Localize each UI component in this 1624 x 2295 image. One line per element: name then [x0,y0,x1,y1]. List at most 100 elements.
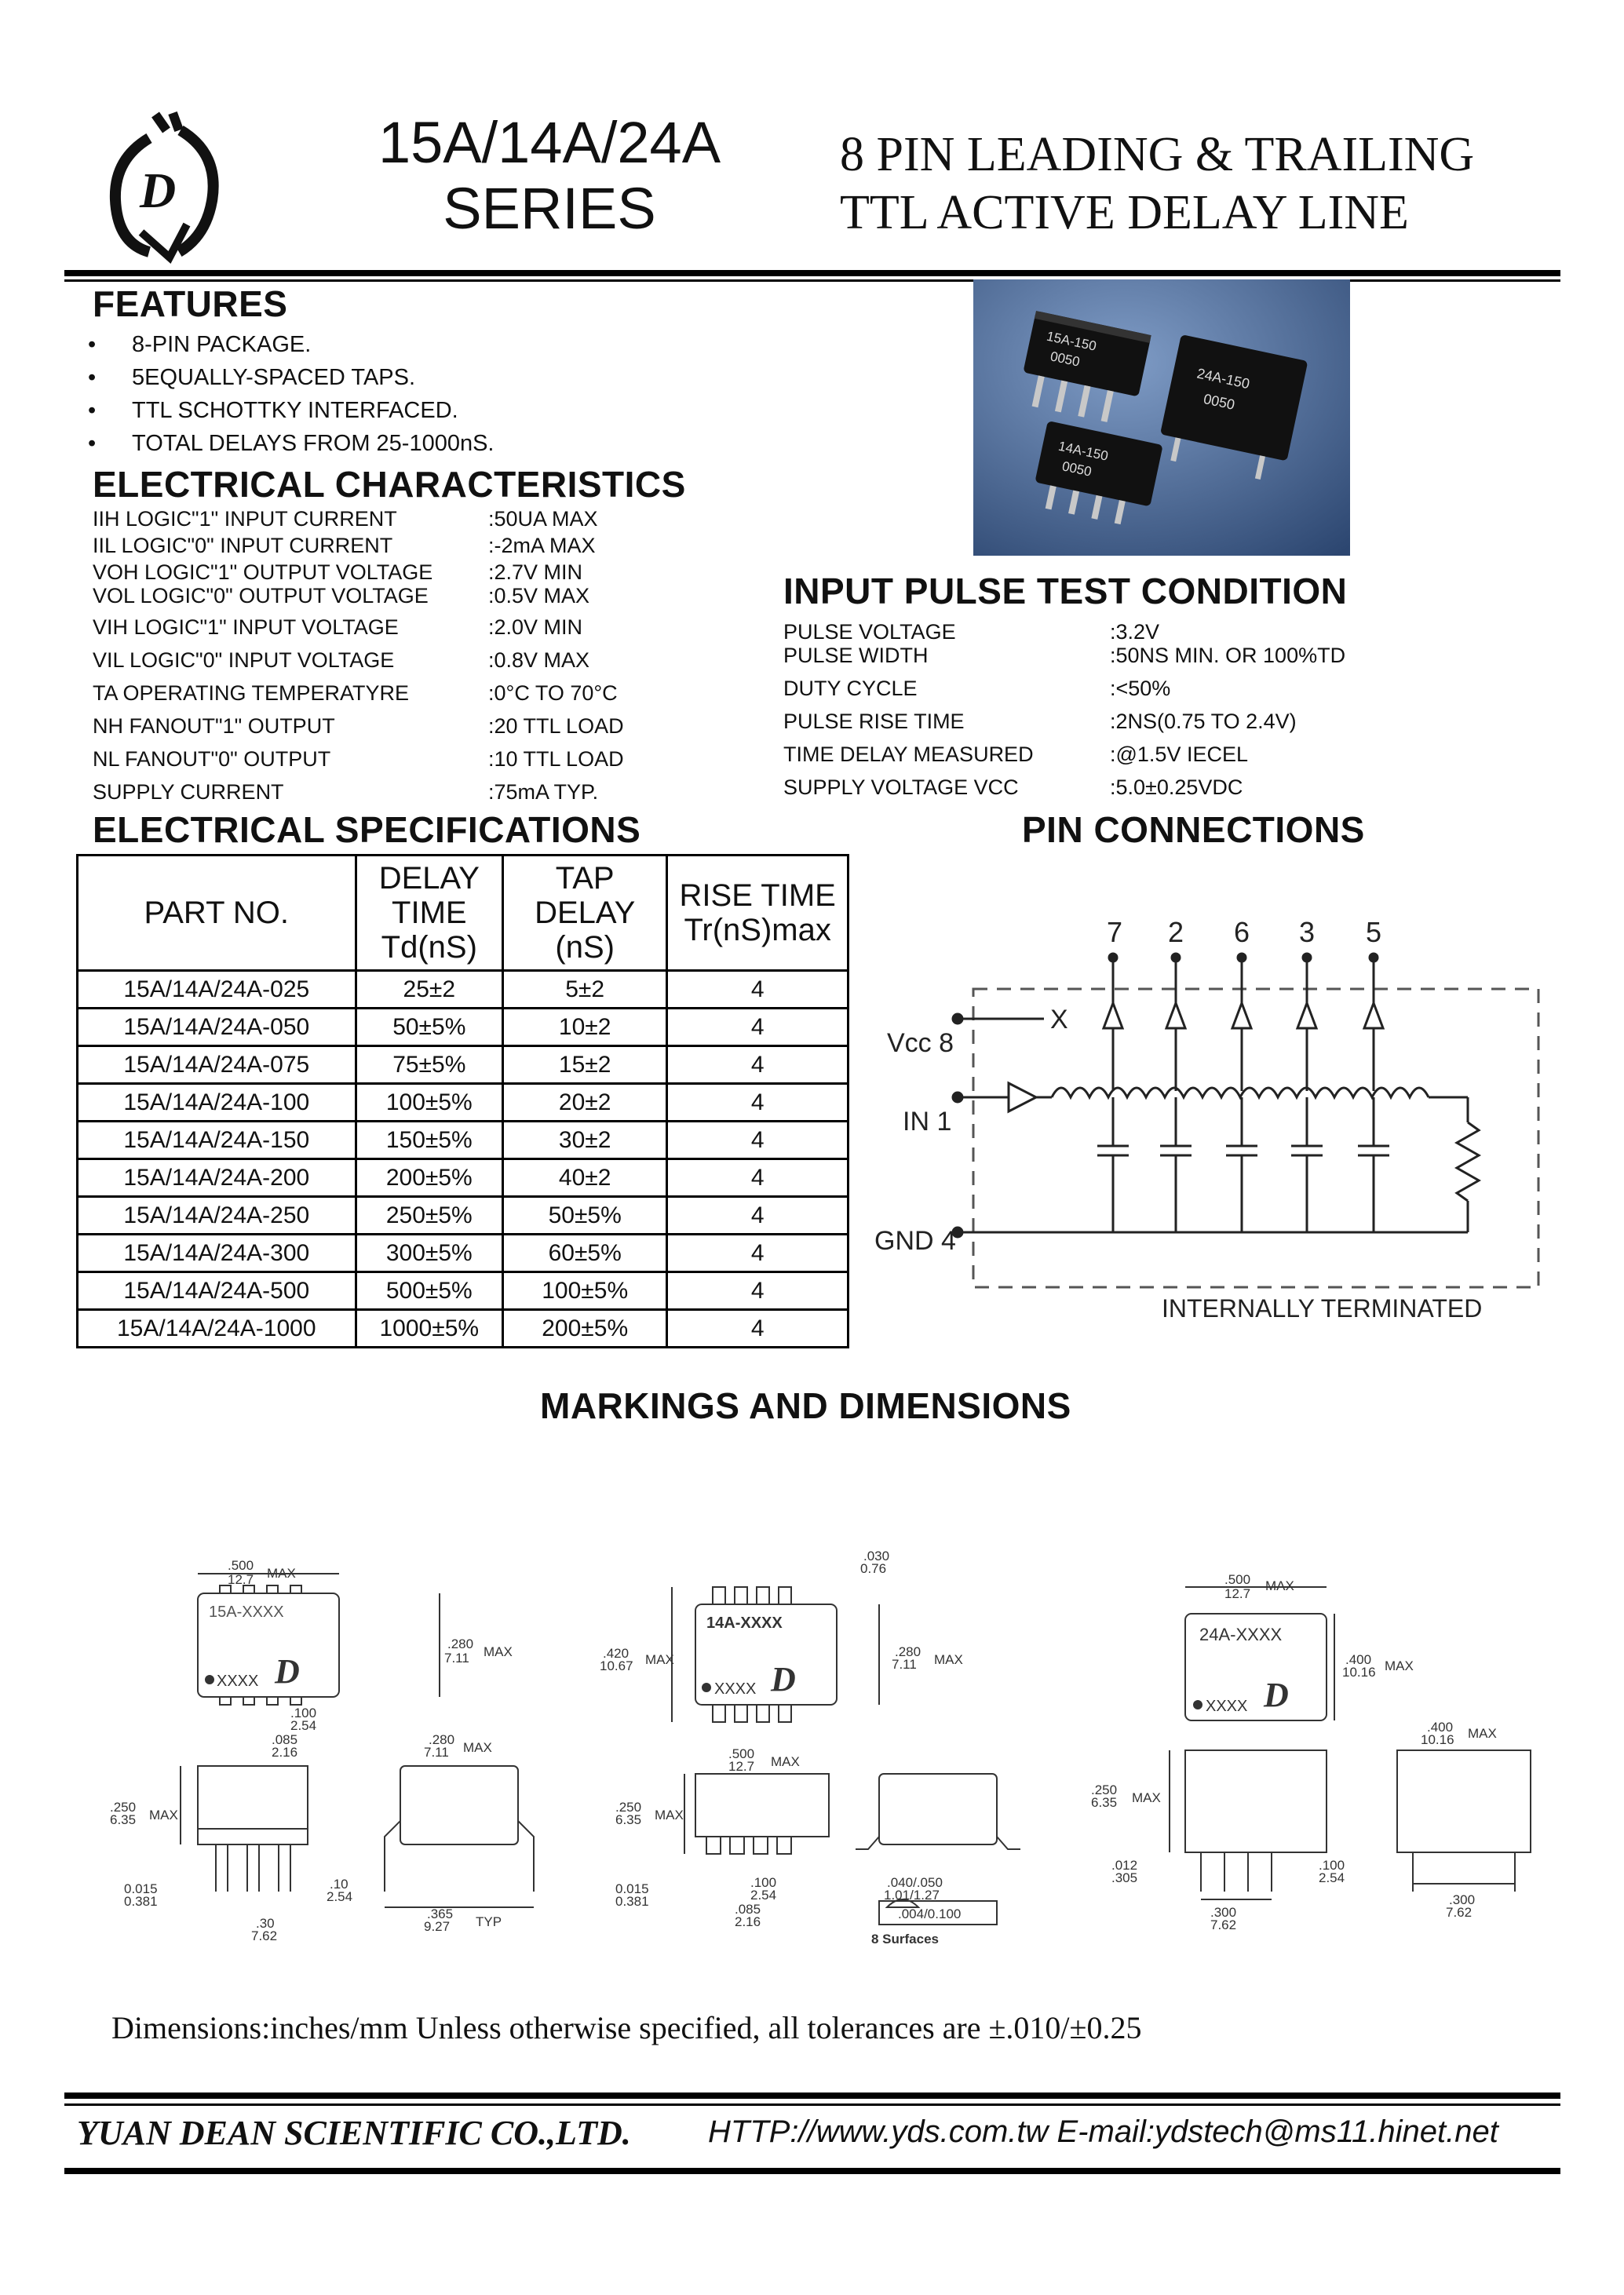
ec-value: :75mA TYP. [488,780,599,804]
dim-text: MAX [645,1652,674,1667]
table-cell: 250±5% [354,1195,505,1235]
dim-text: TYP [476,1914,502,1929]
table-cell: 4 [666,1195,849,1235]
dim-text: MAX [1132,1790,1161,1805]
dim-text: 10.16 [1421,1732,1454,1747]
ec-value: :0°C TO 70°C [488,681,618,705]
dim-text: 0.381 [615,1894,649,1909]
ip-value: :@1.5V IECEL [1110,742,1248,766]
gnd-label: GND 4 [874,1226,956,1256]
feature-item: TTL SCHOTTKY INTERFACED. [88,394,494,427]
table-cell: 30±2 [502,1120,669,1160]
ip-label: PULSE WIDTH [783,644,929,667]
dim-text: 2.54 [1319,1870,1345,1885]
dim-text: 10.16 [1342,1665,1376,1680]
column-header: PART NO. [76,854,357,972]
table-cell: 15A/14A/24A-100 [76,1082,357,1122]
ec-value: :10 TTL LOAD [488,747,624,771]
package-24a-drawing: .500 12.7 MAX .400 10.16 MAX .400 10.16 … [1091,1572,1531,1932]
dim-text: .365 [427,1906,453,1921]
table-cell: 100±5% [502,1271,669,1311]
dim-text: 7.11 [444,1651,469,1666]
dim-text: 2.16 [272,1745,297,1760]
dim-text: .250 [615,1800,641,1815]
features-list: 8-PIN PACKAGE. 5EQUALLY-SPACED TAPS. TTL… [88,328,494,460]
dim-text: .500 [728,1746,754,1761]
ip-value: :<50% [1110,677,1171,700]
dim-text: .012 [1111,1858,1137,1873]
ec-label: VIH LOGIC"1" INPUT VOLTAGE [93,615,399,639]
column-header: TAP DELAY (nS) [502,854,669,972]
dim-text: .400 [1345,1652,1371,1667]
footer-rule-bottom [64,2168,1560,2174]
table-cell: 4 [666,1120,849,1160]
dim-text: .280 [429,1732,454,1747]
ec-label: NL FANOUT"0" OUTPUT [93,747,331,771]
in-label: IN 1 [903,1107,951,1137]
table-cell: 15A/14A/24A-500 [76,1271,357,1311]
table-cell: 200±5% [502,1308,669,1348]
dim-text: MAX [484,1644,513,1659]
table-cell: 15±2 [502,1045,669,1085]
dim-text: MAX [1265,1578,1294,1593]
ec-value: :2.0V MIN [488,615,583,639]
series-line-2: SERIES [443,176,656,241]
column-header: RISE TIME Tr(nS)max [666,854,849,972]
dim-text: MAX [463,1740,492,1755]
dim-text: MAX [934,1652,963,1667]
table-cell: 15A/14A/24A-200 [76,1158,357,1198]
ip-label: PULSE VOLTAGE [783,620,956,644]
dim-text: .100 [290,1706,316,1720]
feature-item: TOTAL DELAYS FROM 25-1000nS. [88,427,494,460]
table-cell: 1000±5% [354,1308,505,1348]
dim-text: 0.015 [124,1881,158,1896]
table-cell: 60±5% [502,1233,669,1273]
dim-text: 0.381 [124,1894,158,1909]
dim-text: MAX [771,1754,800,1769]
table-cell: 200±5% [354,1158,505,1198]
ec-value: :-2mA MAX [488,534,596,557]
table-cell: 150±5% [354,1120,505,1160]
features-title: FEATURES [93,283,288,324]
ec-value: :0.8V MAX [488,648,590,672]
dim-text: MAX [1385,1658,1414,1673]
dim-text: .040/.050 [887,1875,943,1890]
package-marking: 14A-XXXX [706,1615,783,1632]
series-line-1: 15A/14A/24A [378,110,721,175]
electrical-characteristics-title: ELECTRICAL CHARACTERISTICS [93,464,686,505]
package-marking: 15A-XXXX [209,1604,284,1621]
table-cell: 4 [666,1233,849,1273]
internally-terminated-note: INTERNALLY TERMINATED [1162,1294,1482,1323]
package-14a-drawing: .030 0.76 .420 10.67 MAX .280 7.11 MAX .… [600,1549,1020,1947]
dim-text: 2.54 [327,1889,352,1904]
company-name: YUAN DEAN SCIENTIFIC CO.,LTD. [77,2114,631,2152]
ec-label: VIL LOGIC"0" INPUT VOLTAGE [93,648,395,672]
subtitle-line-1: 8 PIN LEADING & TRAILING [840,128,1475,181]
product-photo: 15A-150 0050 24A-150 0050 14A-150 0050 [973,279,1350,556]
dim-text: .100 [1319,1858,1345,1873]
dim-text: 7.62 [251,1928,277,1943]
table-cell: 100±5% [354,1082,505,1122]
header-rule-thin [64,279,1560,282]
dim-text: .250 [1091,1782,1117,1797]
dim-text: .420 [603,1646,629,1661]
table-cell: 40±2 [502,1158,669,1198]
table-cell: 5±2 [502,969,669,1009]
table-cell: 4 [666,1045,849,1085]
svg-text:D: D [139,162,176,218]
package-code: XXXX [1206,1698,1247,1715]
table-cell: 15A/14A/24A-250 [76,1195,357,1235]
table-cell: 300±5% [354,1233,505,1273]
dim-text: 7.62 [1210,1917,1236,1932]
pin-connections-schematic: 7 2 6 3 5 Vcc 8 IN 1 GND 4 X INTERNALLY … [874,916,1540,1323]
ip-value: :5.0±0.25VDC [1110,775,1243,799]
electrical-specifications-title: ELECTRICAL SPECIFICATIONS [93,809,641,850]
feature-item: 5EQUALLY-SPACED TAPS. [88,361,494,394]
dim-text: .10 [330,1877,349,1892]
product-subtitle: 8 PIN LEADING & TRAILING TTL ACTIVE DELA… [840,126,1474,242]
company-contact: HTTP://www.yds.com.tw E-mail:ydstech@ms1… [708,2114,1498,2149]
